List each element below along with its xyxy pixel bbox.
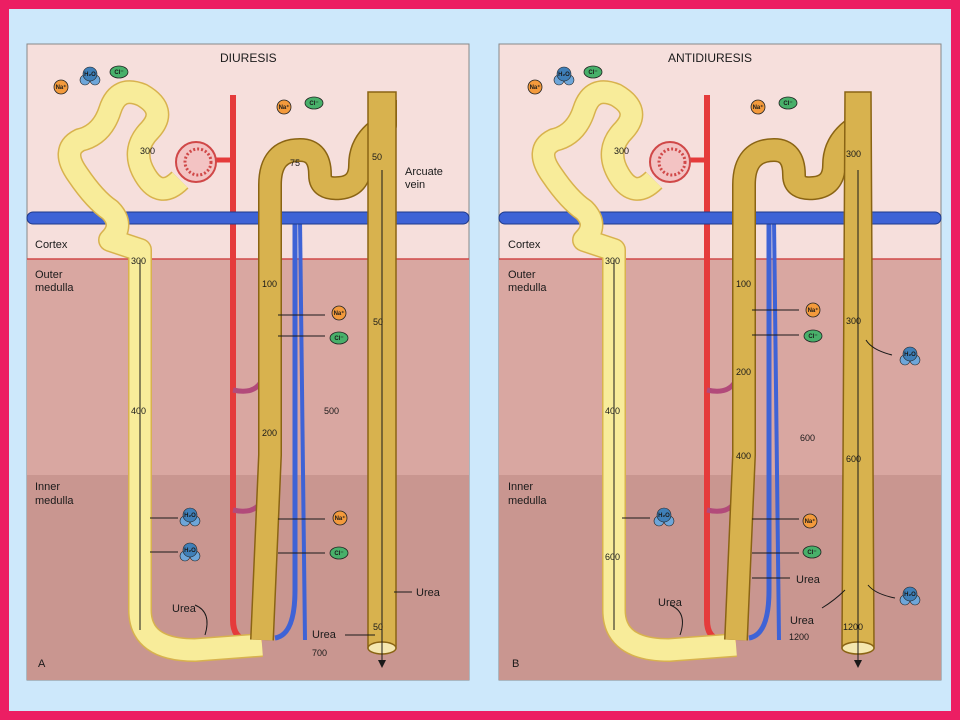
sodium-ion-icon — [332, 510, 348, 526]
value-label: 200 — [736, 367, 751, 377]
value-label: 50 — [373, 317, 383, 327]
sodium-ion-icon — [805, 302, 821, 318]
chloride-ion-icon — [583, 65, 603, 79]
panel-a-inner-medulla-label: medulla — [35, 495, 74, 507]
value-label: 400 — [736, 451, 751, 461]
chloride-ion-icon — [802, 545, 822, 559]
value-label: 300 — [846, 149, 861, 159]
panel-a-cortex-label: Cortex — [35, 239, 68, 251]
urea-label: Urea — [172, 603, 197, 615]
sodium-ion-icon — [53, 79, 69, 95]
value-label: 300 — [140, 146, 155, 156]
value-label: 400 — [131, 406, 146, 416]
panel-b-cortex-label: Cortex — [508, 239, 541, 251]
value-label: 600 — [605, 552, 620, 562]
chloride-ion-icon — [803, 329, 823, 343]
panel-a-outer-medulla-region — [27, 259, 469, 475]
panel-a-vein-label: vein — [405, 179, 425, 191]
panel-b-antidiuresis: ANTIDIURESIS Cortex Outer medulla Inner … — [498, 43, 942, 681]
urea-label: Urea — [796, 574, 821, 586]
chloride-ion-icon — [304, 96, 324, 110]
panel-a-outer-medulla-label: medulla — [35, 282, 74, 294]
panel-b-outer-label: Outer — [508, 269, 536, 281]
sodium-ion-icon — [802, 513, 818, 529]
urea-label: Urea — [416, 587, 441, 599]
urea-label: Urea — [658, 597, 683, 609]
panel-b-inner-medulla-label: medulla — [508, 495, 547, 507]
sodium-ion-icon — [527, 79, 543, 95]
value-label: 600 — [846, 454, 861, 464]
value-label: 200 — [262, 428, 277, 438]
panel-a-vasa-recta — [274, 220, 298, 641]
value-label: 300 — [846, 316, 861, 326]
value-label: 700 — [312, 648, 327, 658]
panel-b-vasa-recta — [748, 220, 772, 641]
panel-b-letter: B — [512, 658, 519, 670]
value-label: 400 — [605, 406, 620, 416]
chloride-ion-icon — [329, 331, 349, 345]
panel-b-outer-medulla-label: medulla — [508, 282, 547, 294]
value-label: 75 — [290, 158, 300, 168]
panel-a-letter: A — [38, 658, 46, 670]
sodium-ion-icon — [331, 305, 347, 321]
value-label: 600 — [800, 433, 815, 443]
panel-b-arcuate-vein — [498, 211, 942, 225]
sodium-ion-icon — [750, 99, 766, 115]
panel-b-inner-label: Inner — [508, 481, 533, 493]
chloride-ion-icon — [778, 96, 798, 110]
value-label: 100 — [262, 279, 277, 289]
sodium-ion-icon — [276, 99, 292, 115]
panel-b-title: ANTIDIURESIS — [668, 51, 752, 65]
urea-label: Urea — [790, 615, 815, 627]
panel-a-arcuate-vein — [26, 211, 470, 225]
value-label: 1200 — [843, 622, 863, 632]
panel-a-inner-label: Inner — [35, 481, 60, 493]
urea-label: Urea — [312, 629, 337, 641]
panel-a-arcuate-label: Arcuate — [405, 166, 443, 178]
panel-b-outer-medulla-region — [499, 259, 941, 475]
panel-a-diuresis: DIURESIS Cortex Outer medulla Inner medu… — [26, 43, 470, 681]
chloride-ion-icon — [109, 65, 129, 79]
panel-a-title: DIURESIS — [220, 51, 277, 65]
value-label: 100 — [736, 279, 751, 289]
value-label: 300 — [131, 256, 146, 266]
panel-a-outer-label: Outer — [35, 269, 63, 281]
value-label: 300 — [614, 146, 629, 156]
value-label: 500 — [324, 406, 339, 416]
value-label: 1200 — [789, 632, 809, 642]
value-label: 50 — [372, 152, 382, 162]
chloride-ion-icon — [329, 546, 349, 560]
value-label: 300 — [605, 256, 620, 266]
value-label: 50 — [373, 622, 383, 632]
